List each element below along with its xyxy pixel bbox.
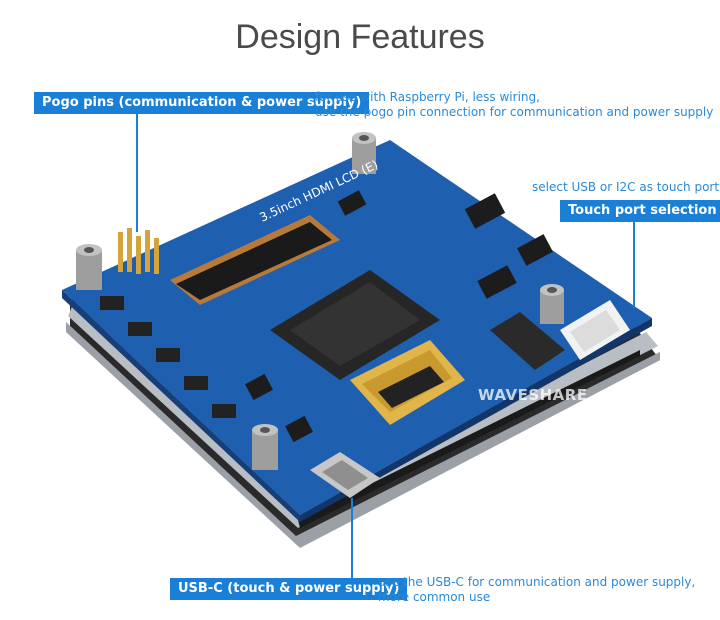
usbc-pointer-line xyxy=(351,498,353,578)
small-ic xyxy=(464,193,506,229)
pogo-desc-line2: use the pogo pin connection for communic… xyxy=(315,105,714,119)
lcd-dark-layer xyxy=(298,350,640,528)
standoff xyxy=(252,424,278,470)
small-ic xyxy=(337,190,367,216)
standoff xyxy=(76,244,102,290)
standoff xyxy=(352,132,376,174)
pogo-pointer-line xyxy=(136,114,138,232)
pcb-board-edge xyxy=(62,290,300,522)
side-buttons xyxy=(100,296,236,418)
lcd-glass-edge xyxy=(66,322,660,548)
small-ic xyxy=(517,234,553,266)
touch-port-description: select USB or I2C as touch port xyxy=(532,180,720,194)
small-ic xyxy=(245,373,273,401)
pogo-desc-line1: for use with Raspberry Pi, less wiring, xyxy=(315,90,540,104)
small-ic xyxy=(285,415,313,443)
small-ic xyxy=(477,265,517,299)
usbc-desc-line1: use the USB-C for communication and powe… xyxy=(378,575,696,589)
pcb-board-edge-right xyxy=(300,318,652,522)
pogo-pins xyxy=(118,228,159,274)
standoff xyxy=(540,284,564,324)
usbc-label: USB-C (touch & power supply) xyxy=(170,578,408,600)
usbc-description: use the USB-C for communication and powe… xyxy=(378,575,695,605)
touch-pointer-line xyxy=(633,222,635,308)
watermark: WAVESHARE xyxy=(478,386,588,404)
page-title: Design Features xyxy=(235,18,485,56)
pogo-pins-label: Pogo pins (communication & power supply) xyxy=(34,92,370,114)
touch-port-label: Touch port selection xyxy=(560,200,720,222)
audio-jack xyxy=(490,312,565,370)
pogo-pins-description: for use with Raspberry Pi, less wiring, … xyxy=(315,90,713,120)
usbc-desc-line2: more common use xyxy=(378,590,491,604)
